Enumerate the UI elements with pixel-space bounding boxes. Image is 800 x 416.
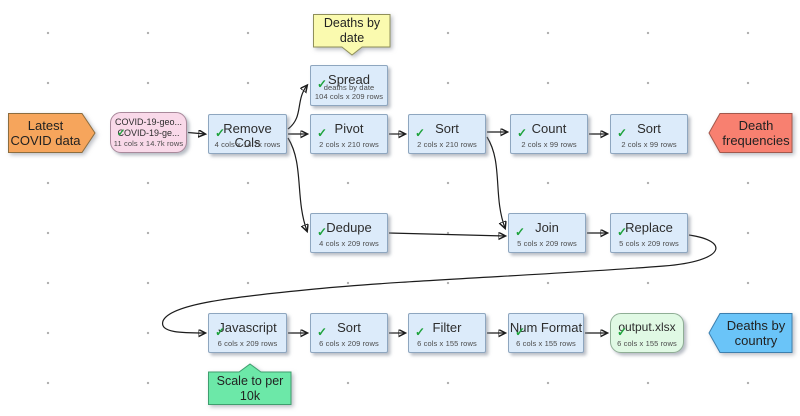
check-icon: ✓ (317, 77, 328, 91)
edge-sort-1-to-join (486, 136, 505, 228)
check-icon: ✓ (415, 126, 426, 140)
check-icon: ✓ (515, 225, 526, 239)
node-pivot[interactable]: ✓ Pivot 2 cols x 210 rows (310, 114, 388, 154)
check-icon: ✓ (617, 225, 628, 239)
node-javascript[interactable]: ✓Javascript 6 cols x 209 rows (208, 313, 287, 353)
shape-label: Scale to per 10k (216, 373, 284, 403)
node-sort-2[interactable]: ✓ Sort 2 cols x 99 rows (610, 114, 688, 154)
check-icon: ✓ (617, 126, 628, 140)
node-stats: 6 cols x 155 rows (617, 338, 677, 348)
node-count[interactable]: ✓Count 2 cols x 99 rows (510, 114, 588, 154)
check-icon: ✓ (215, 325, 226, 339)
note-deaths-by-date-shape (313, 14, 391, 56)
node-title: Javascript (218, 320, 277, 335)
check-icon: ✓ (415, 325, 426, 339)
node-stats: 6 cols x 155 rows (417, 338, 477, 348)
node-stats: 2 cols x 210 rows (319, 139, 379, 149)
note-scale-to-per-10k[interactable]: Scale to per 10k (208, 363, 292, 405)
node-stats: 11 cols x 14.7k rows (113, 138, 184, 148)
node-title: Replace (625, 220, 673, 235)
node-sort-1[interactable]: ✓ Sort 2 cols x 210 rows (408, 114, 486, 154)
node-sort-3[interactable]: ✓ Sort 6 cols x 209 rows (310, 313, 388, 353)
node-title: Pivot (334, 121, 364, 136)
shape-latest-covid-data[interactable]: Latest COVID data (8, 113, 96, 153)
node-stats: 6 cols x 155 rows (516, 338, 576, 348)
check-icon: ✓ (317, 325, 328, 339)
check-icon: ✓ (317, 225, 328, 239)
node-stats: 4 cols x 209 rows (319, 238, 379, 248)
check-icon: ✓ (317, 126, 328, 140)
node-stats: 2 cols x 210 rows (417, 139, 477, 149)
node-num-format[interactable]: ✓Num Format 6 cols x 155 rows (508, 313, 584, 353)
node-title: Num Format (509, 320, 583, 335)
node-stats: 4 cols x 14.7k rows (214, 139, 281, 149)
edge-remove-cols-to-spread (287, 86, 307, 130)
shape-deaths-by-country-shape (708, 313, 793, 353)
node-title: Dedupe (326, 220, 372, 235)
check-icon: ✓ (515, 325, 526, 339)
node-stats: 5 cols x 209 rows (619, 238, 679, 248)
node-title: Count (531, 121, 567, 136)
node-title: output.xlsx (618, 320, 676, 334)
check-icon: ✓ (215, 126, 226, 140)
node-title: Sort (637, 121, 661, 136)
node-stats: 6 cols x 209 rows (217, 338, 278, 348)
shape-death-frequencies[interactable]: Death frequencies (708, 113, 793, 153)
edge-dedupe-to-join (388, 233, 505, 236)
note-scale-to-per-10k-shape (208, 363, 292, 405)
edge-remove-cols-to-dedupe (287, 137, 307, 231)
node-join[interactable]: ✓ Join 5 cols x 209 rows (508, 213, 586, 253)
node-dedupe[interactable]: ✓Dedupe 4 cols x 209 rows (310, 213, 388, 253)
shape-latest-covid-data-shape (8, 113, 96, 153)
node-title: Join (535, 220, 559, 235)
edge-replace-to-javascript (162, 234, 717, 333)
node-stats: 2 cols x 99 rows (621, 139, 677, 149)
shape-label: Death frequencies (722, 118, 790, 148)
node-title: COVID-19-geo...COVID-19-ge... (114, 117, 183, 138)
node-filter[interactable]: ✓ Filter 6 cols x 155 rows (408, 313, 486, 353)
node-output-xlsx[interactable]: ✓output.xlsx 6 cols x 155 rows (610, 313, 684, 353)
shape-deaths-by-country[interactable]: Deaths by country (708, 313, 793, 353)
node-title: Remove Cols (223, 121, 272, 150)
check-icon: ✓ (517, 126, 528, 140)
node-stats: 2 cols x 99 rows (521, 139, 577, 149)
node-replace[interactable]: ✓Replace 5 cols x 209 rows (610, 213, 688, 253)
node-covid-source-file[interactable]: ✓COVID-19-geo...COVID-19-ge...11 cols x … (110, 112, 187, 153)
shape-label: Deaths by country (726, 318, 786, 348)
shape-label: Deaths by date (323, 15, 381, 45)
note-deaths-by-date[interactable]: Deaths by date (313, 14, 391, 56)
node-stats: 5 cols x 209 rows (517, 238, 577, 248)
edge-src-covid-to-remove-cols (187, 133, 205, 135)
node-title: Spread (328, 72, 370, 87)
node-title: Sort (435, 121, 459, 136)
check-icon: ✓ (117, 128, 126, 139)
shape-death-frequencies-shape (708, 113, 793, 153)
node-stats: 6 cols x 209 rows (319, 338, 379, 348)
shape-label: Latest COVID data (10, 118, 81, 148)
node-title: Filter (432, 320, 462, 335)
check-icon: ✓ (617, 325, 628, 339)
node-title: Sort (337, 320, 361, 335)
